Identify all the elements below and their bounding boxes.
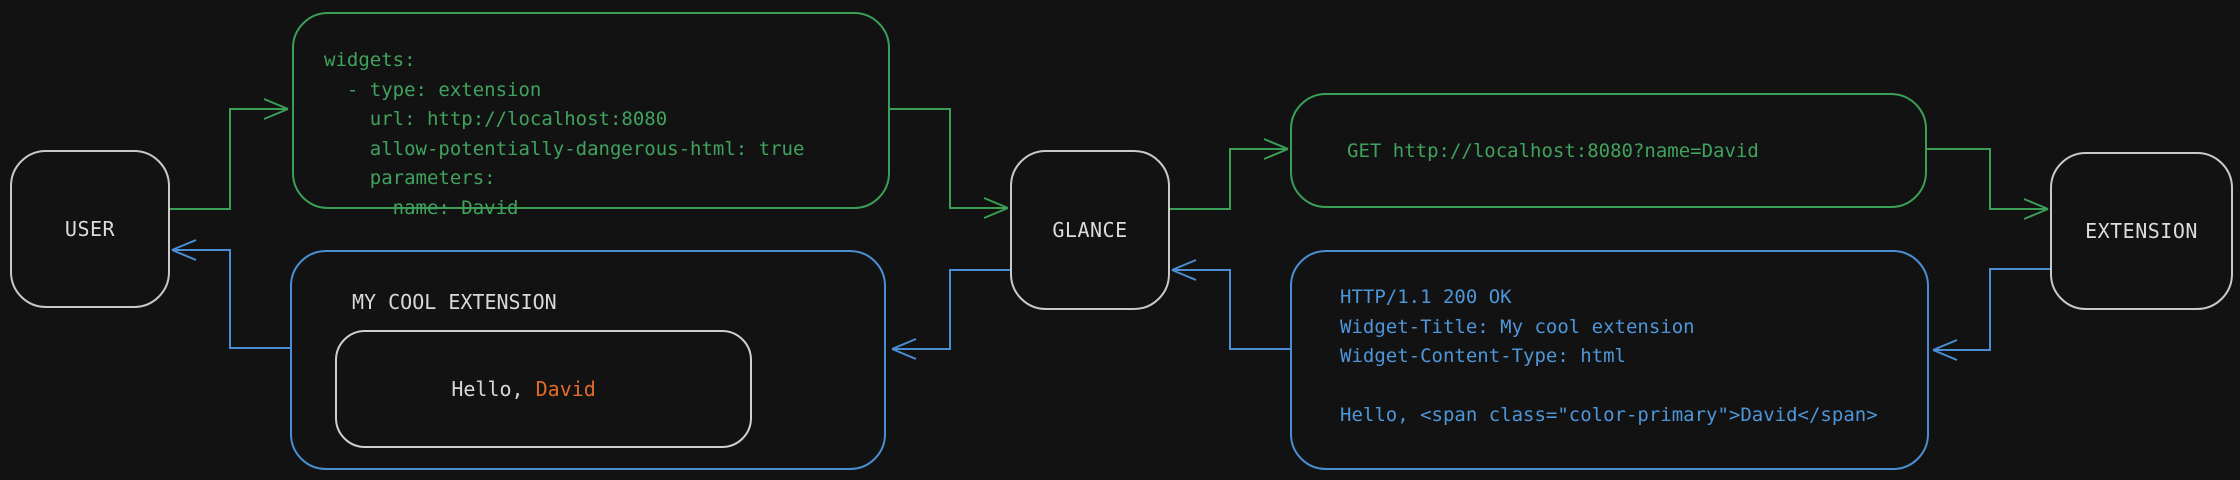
connector-response-to-glance xyxy=(1171,259,1290,350)
code-line: Widget-Title: My cool extension xyxy=(1340,315,1695,338)
code-line: HTTP/1.1 200 OK xyxy=(1340,286,1512,308)
node-extension: EXTENSION xyxy=(2050,152,2233,310)
http-request-line: GET http://localhost:8080?name=David xyxy=(1347,139,1759,162)
config-yaml-code: widgets: - type: extension url: http://l… xyxy=(324,46,804,223)
config-yaml-box: widgets: - type: extension url: http://l… xyxy=(292,12,890,219)
node-glance: GLANCE xyxy=(1010,150,1170,310)
connector-user-to-config xyxy=(170,98,289,210)
widget-content-frame: Hello, David xyxy=(335,330,752,448)
widget-title: MY COOL EXTENSION xyxy=(352,290,557,314)
widget-greeting: Hello, David xyxy=(337,353,596,425)
code-line: - type: extension xyxy=(324,78,542,101)
code-line: url: http://localhost:8080 xyxy=(324,108,668,130)
node-user: USER xyxy=(10,150,170,308)
node-glance-label: GLANCE xyxy=(1052,218,1128,242)
code-line: parameters: xyxy=(324,167,496,189)
connector-glance-to-widget xyxy=(891,269,1010,360)
code-line: widgets: xyxy=(324,49,416,71)
rendered-widget-box: MY COOL EXTENSION Hello, David xyxy=(290,250,886,470)
node-user-label: USER xyxy=(64,217,116,241)
connector-widget-to-user xyxy=(171,239,290,349)
greeting-prefix: Hello, xyxy=(451,377,536,401)
greeting-name: David xyxy=(535,377,596,401)
code-line: name: David xyxy=(324,196,519,219)
connector-request-to-extension xyxy=(1927,148,2049,220)
connector-config-to-glance xyxy=(890,108,1009,219)
http-response-box: HTTP/1.1 200 OK Widget-Title: My cool ex… xyxy=(1290,250,1929,470)
http-response-code: HTTP/1.1 200 OK Widget-Title: My cool ex… xyxy=(1340,283,1878,431)
code-line xyxy=(1340,372,1878,402)
node-extension-label: EXTENSION xyxy=(2085,219,2198,243)
code-line: Widget-Content-Type: html xyxy=(1340,345,1626,367)
connector-glance-to-request xyxy=(1170,138,1289,210)
connector-extension-to-response xyxy=(1932,268,2050,361)
code-line: Hello, <span class="color-primary">David… xyxy=(1340,404,1878,426)
code-line: allow-potentially-dangerous-html: true xyxy=(324,137,805,160)
http-request-box: GET http://localhost:8080?name=David xyxy=(1290,93,1927,208)
